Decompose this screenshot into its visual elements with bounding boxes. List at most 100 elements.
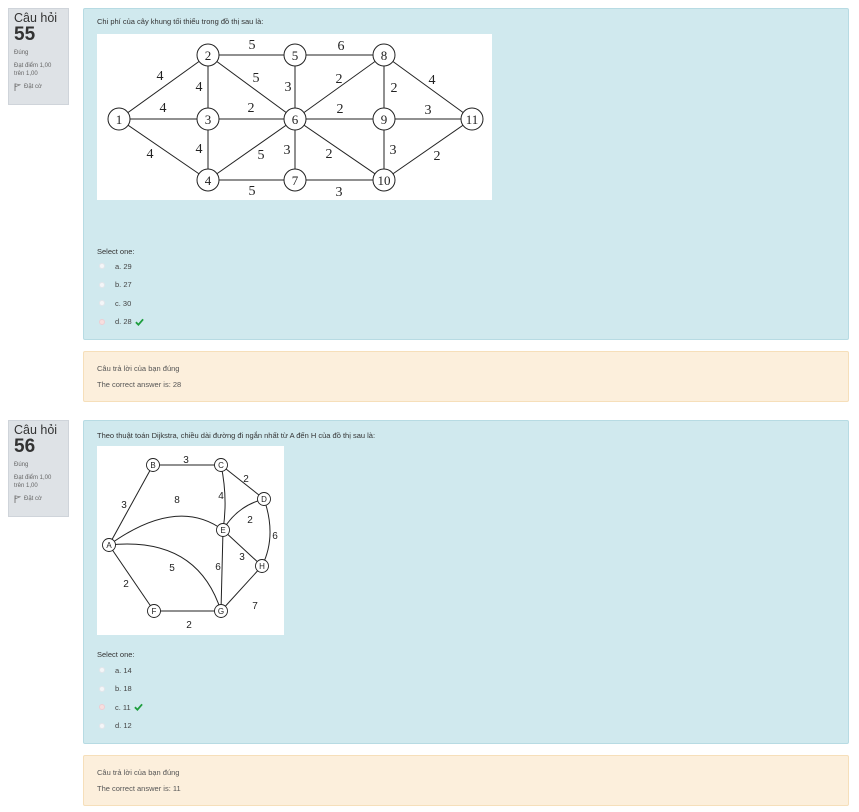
option-label: a. 14 xyxy=(115,665,132,675)
edge-weight: 4 xyxy=(196,80,203,95)
question-formulation: Theo thuật toán Dijkstra, chiều dài đườn… xyxy=(83,420,849,744)
edge-weight: 5 xyxy=(258,148,265,163)
weighted-graph-image: 4 4 4 4 5 5 2 4 5 5 3 6 2 2 3 2 3 xyxy=(107,38,484,200)
edge-weight: 3 xyxy=(425,103,432,118)
edge-E-D xyxy=(222,498,265,531)
node-label: 2 xyxy=(205,48,212,63)
radio-button[interactable] xyxy=(99,300,105,307)
flag-icon xyxy=(14,83,21,91)
feedback-box: Câu trả lời của bạn đúng The correct ans… xyxy=(83,351,849,402)
question-label: Câu hỏi xyxy=(14,11,58,25)
answer-option-c[interactable]: c. 11 xyxy=(97,698,143,717)
edge-weight: 4 xyxy=(196,142,203,157)
edge-6-10 xyxy=(294,118,385,181)
radio-button[interactable] xyxy=(99,281,105,288)
node-label: 11 xyxy=(466,112,479,127)
answer-options: a. 14 b. 18 c. 11 d. 12 xyxy=(97,661,143,735)
edge-weight: 5 xyxy=(249,184,256,199)
radio-button[interactable] xyxy=(99,667,105,674)
edge-weight: 2 xyxy=(337,102,344,117)
node-label: C xyxy=(218,461,224,470)
graph-figure: 4 4 4 4 5 5 2 4 5 5 3 6 2 2 3 2 3 xyxy=(97,34,492,200)
edge-weight: 4 xyxy=(429,73,436,88)
answer-option-d[interactable]: d. 28 xyxy=(97,313,144,332)
node-label: 9 xyxy=(381,112,388,127)
question-formulation: Chi phí của cây khung tối thiểu trong đồ… xyxy=(83,8,849,340)
node-label: F xyxy=(152,607,157,616)
node-label: 1 xyxy=(116,112,123,127)
edge-weight: 5 xyxy=(169,563,175,574)
answer-option-b[interactable]: b. 18 xyxy=(97,680,143,699)
edge-weight: 2 xyxy=(434,149,441,164)
edge-E-H xyxy=(222,529,263,567)
question-grade: Đạt điểm 1,00 trên 1,00 xyxy=(14,474,63,490)
edge-A-G xyxy=(108,543,222,612)
question-number: 56 xyxy=(14,436,36,457)
answer-option-d[interactable]: d. 12 xyxy=(97,717,143,736)
feedback-result: Câu trả lời của bạn đúng xyxy=(97,768,180,777)
edge-weight: 2 xyxy=(186,620,192,631)
radio-button[interactable] xyxy=(99,263,105,270)
edge-10-11 xyxy=(383,118,473,181)
node-label: 4 xyxy=(205,173,212,188)
edge-weight: 3 xyxy=(239,552,245,563)
feedback-result: Câu trả lời của bạn đúng xyxy=(97,364,180,373)
node-label: 5 xyxy=(292,48,299,63)
flag-question-link[interactable]: Đặt cờ xyxy=(14,83,63,91)
question-label: Câu hỏi xyxy=(14,423,58,437)
answer-options: a. 29 b. 27 c. 30 d. 28 xyxy=(97,257,144,331)
edge-weight: 6 xyxy=(215,562,221,573)
edge-G-H xyxy=(220,565,263,612)
node-label: H xyxy=(259,562,265,571)
edge-weight: 2 xyxy=(123,579,129,590)
node-label: 8 xyxy=(381,48,388,63)
correct-check-icon xyxy=(134,318,144,326)
option-label: c. 11 xyxy=(115,702,131,712)
edge-1-2 xyxy=(118,54,209,120)
edge-weight: 4 xyxy=(160,101,167,116)
answer-option-c[interactable]: c. 30 xyxy=(97,294,144,313)
node-label: B xyxy=(150,461,155,470)
edge-weight: 4 xyxy=(147,147,154,162)
edge-weight: 5 xyxy=(249,38,256,53)
edge-A-B xyxy=(108,464,154,546)
edge-weight: 2 xyxy=(326,147,333,162)
graph-figure: 3 8 5 2 3 4 2 2 6 3 6 2 7 xyxy=(97,446,284,635)
node-label: G xyxy=(218,607,224,616)
radio-button-selected[interactable] xyxy=(99,318,105,325)
answer-option-b[interactable]: b. 27 xyxy=(97,276,144,295)
answer-option-a[interactable]: a. 14 xyxy=(97,661,143,680)
select-prompt: Select one: xyxy=(97,247,135,256)
edge-weight: 2 xyxy=(247,515,253,526)
edge-A-E xyxy=(108,515,224,546)
weighted-graph-image: 3 8 5 2 3 4 2 2 6 3 6 2 7 xyxy=(102,455,278,631)
question-grade: Đạt điểm 1,00 trên 1,00 xyxy=(14,62,63,78)
edge-weight: 4 xyxy=(157,69,164,84)
edge-C-D xyxy=(220,464,265,500)
option-label: b. 18 xyxy=(115,684,132,694)
edge-2-6 xyxy=(207,54,296,120)
edge-weight: 5 xyxy=(253,71,260,86)
question-text: Theo thuật toán Dijkstra, chiều dài đườn… xyxy=(97,431,376,440)
radio-button[interactable] xyxy=(99,685,105,692)
option-label: c. 30 xyxy=(115,298,132,308)
question-state: Đúng xyxy=(14,462,29,468)
feedback-box: Câu trả lời của bạn đúng The correct ans… xyxy=(83,755,849,806)
node-label: A xyxy=(106,541,112,550)
question-state: Đúng xyxy=(14,50,29,56)
grade-line-1: Đạt điểm 1,00 xyxy=(14,63,52,69)
answer-option-a[interactable]: a. 29 xyxy=(97,257,144,276)
radio-button-selected[interactable] xyxy=(99,704,105,711)
node-label: E xyxy=(220,526,225,535)
node-label: 10 xyxy=(378,173,391,188)
edge-weight: 3 xyxy=(285,80,292,95)
option-label: b. 27 xyxy=(115,280,132,290)
flag-label: Đặt cờ xyxy=(24,84,42,90)
correct-check-icon xyxy=(133,703,143,712)
node-label: D xyxy=(261,495,267,504)
node-label: 6 xyxy=(292,112,299,127)
edge-weight: 6 xyxy=(272,531,278,542)
edge-weight: 3 xyxy=(390,143,397,158)
flag-question-link[interactable]: Đặt cờ xyxy=(14,495,63,503)
radio-button[interactable] xyxy=(99,722,105,729)
